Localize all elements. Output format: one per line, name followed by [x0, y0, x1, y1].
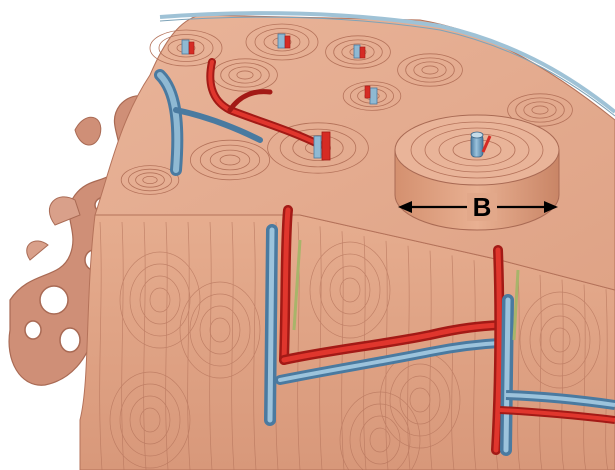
right-arrowhead-icon — [544, 201, 558, 213]
surface-vessels — [154, 33, 378, 176]
lamella-ring — [529, 303, 591, 377]
osteon-ring — [220, 62, 270, 88]
osteon-ring — [413, 61, 447, 79]
lamella-ring — [539, 315, 581, 365]
lamella-line — [451, 255, 455, 470]
lamella-line — [253, 221, 257, 470]
lamella-line — [517, 269, 521, 470]
osteon-ring — [199, 144, 261, 176]
osteon-ring — [349, 84, 394, 108]
label-b: B — [473, 192, 492, 222]
osteon-ring — [236, 70, 254, 80]
osteon-ring — [341, 43, 375, 61]
osteon-ring — [397, 53, 463, 87]
osteon-ring — [421, 65, 439, 75]
lamella-ring — [119, 383, 181, 457]
lamella-ring — [129, 263, 191, 337]
osteon-ring — [142, 175, 158, 184]
osteon-ring — [158, 34, 214, 62]
lamella-line — [473, 260, 477, 470]
lamella-line — [429, 250, 433, 470]
osteon-ring — [292, 134, 344, 161]
lamella-ring — [549, 327, 571, 353]
lamella-ring — [339, 277, 361, 303]
lamella-ring — [129, 395, 171, 445]
lamella-ring — [209, 317, 231, 343]
lamella-ring — [199, 305, 241, 355]
osteon-ring — [279, 128, 357, 168]
lamella-ring — [189, 293, 251, 367]
lamella-ring — [339, 391, 421, 470]
osteon-ring — [189, 139, 270, 181]
osteon-ring — [167, 38, 205, 58]
lamella-line — [231, 221, 235, 470]
lamella-ring — [329, 265, 371, 315]
osteon-ring — [515, 97, 565, 123]
osteon-ring — [219, 154, 241, 166]
lamella-line — [143, 221, 147, 470]
lamella-ring — [139, 275, 181, 325]
osteon-ring — [531, 105, 549, 115]
lamella-line — [165, 221, 169, 470]
osteon-ring — [228, 66, 262, 84]
lamella-line — [99, 221, 103, 470]
lamella-line — [539, 274, 543, 470]
lamella-ring — [139, 407, 161, 433]
lamella-ring — [119, 251, 201, 349]
osteon-label-b: B — [398, 192, 558, 222]
osteon-ring — [333, 39, 383, 65]
osteon-ring — [325, 35, 391, 69]
osteon-cylinder — [394, 114, 560, 231]
osteon-ring — [405, 57, 455, 83]
lamella-ring — [109, 371, 191, 469]
osteon-ring — [342, 81, 402, 111]
lamella-line — [187, 221, 191, 470]
osteon-ring — [135, 172, 165, 188]
lamella-ring — [519, 291, 601, 389]
osteon-ring — [267, 122, 369, 174]
osteon-ring — [120, 165, 180, 195]
lamella-ring — [149, 287, 171, 313]
osteon-ring — [209, 149, 251, 171]
perforating-vessels — [264, 205, 615, 456]
lamella-ring — [309, 241, 391, 339]
lamella-line — [561, 279, 565, 470]
osteon-rings — [120, 23, 573, 195]
left-arrowhead-icon — [398, 201, 412, 213]
lamella-ring — [399, 375, 441, 425]
lamella-ring — [359, 415, 401, 465]
osteon-ring — [523, 101, 557, 119]
osteon-ring — [245, 23, 319, 61]
lamella-line — [121, 221, 125, 470]
osteon-ring — [127, 168, 172, 192]
lamella-line — [407, 245, 411, 470]
lamella-ring — [409, 387, 431, 413]
lamella-ring — [179, 281, 261, 379]
lamella-ring — [349, 403, 411, 470]
osteon-ring — [507, 93, 573, 127]
lamella-ring — [369, 427, 391, 453]
osteon-ring — [263, 32, 301, 52]
lamella-ring — [319, 253, 381, 327]
lamella-line — [209, 221, 213, 470]
osteon-ring — [254, 28, 310, 56]
osteon-ring — [149, 29, 223, 67]
lamella-line — [363, 236, 367, 470]
